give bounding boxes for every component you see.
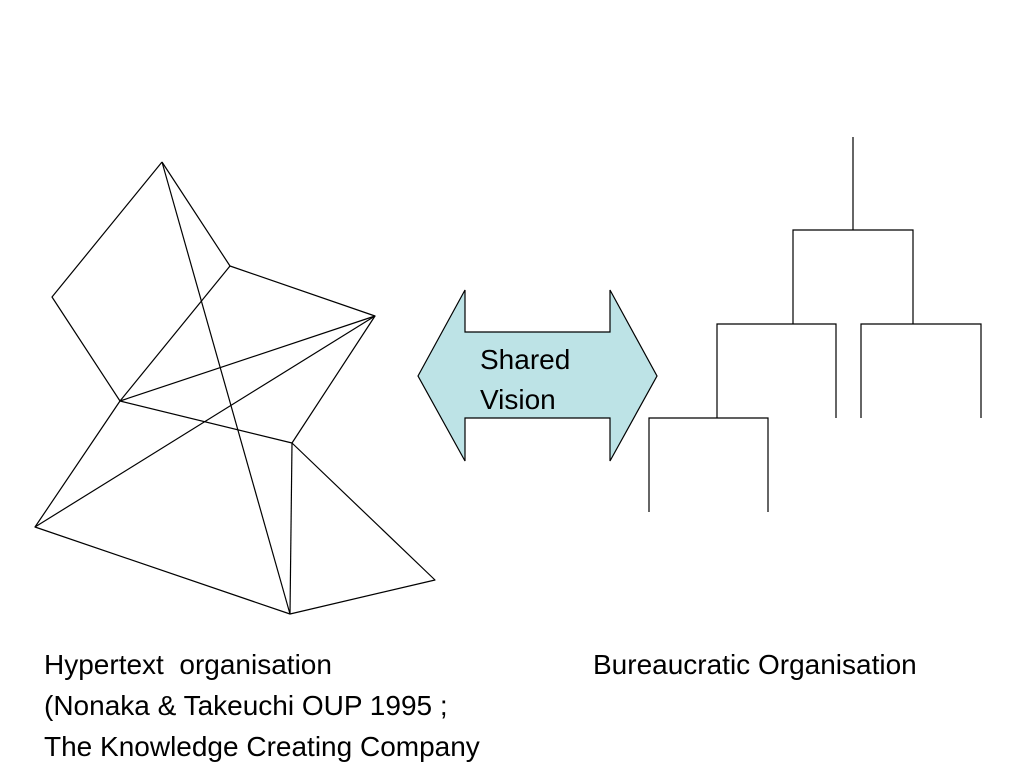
network-outline <box>34 161 436 615</box>
tree-branch-level3 <box>648 417 769 512</box>
tree-branch-level2-left <box>716 323 837 418</box>
hypertext-network <box>34 161 436 615</box>
arrow-label-line1: Shared <box>480 344 571 375</box>
network-edge <box>119 265 231 402</box>
tree-branch-level2-right <box>860 323 982 418</box>
shared-vision-arrow <box>417 289 658 462</box>
network-edge <box>161 161 291 615</box>
hypertext-caption-line3: The Knowledge Creating Company <box>44 731 480 762</box>
arrow-label-line2: Vision <box>480 384 556 415</box>
bureaucratic-caption: Bureaucratic Organisation <box>593 644 917 685</box>
arrow-label: Shared Vision <box>480 340 570 420</box>
network-edge <box>119 315 376 402</box>
hypertext-caption-line2: (Nonaka & Takeuchi OUP 1995 ; <box>44 690 448 721</box>
hypertext-caption-line1: Hypertext organisation <box>44 649 332 680</box>
bureaucratic-hierarchy <box>648 137 982 512</box>
network-edge <box>119 400 293 444</box>
bureaucratic-caption-line1: Bureaucratic Organisation <box>593 649 917 680</box>
tree-branch-level1 <box>792 229 914 324</box>
hypertext-caption: Hypertext organisation (Nonaka & Takeuch… <box>44 644 480 767</box>
network-edge <box>289 442 293 615</box>
